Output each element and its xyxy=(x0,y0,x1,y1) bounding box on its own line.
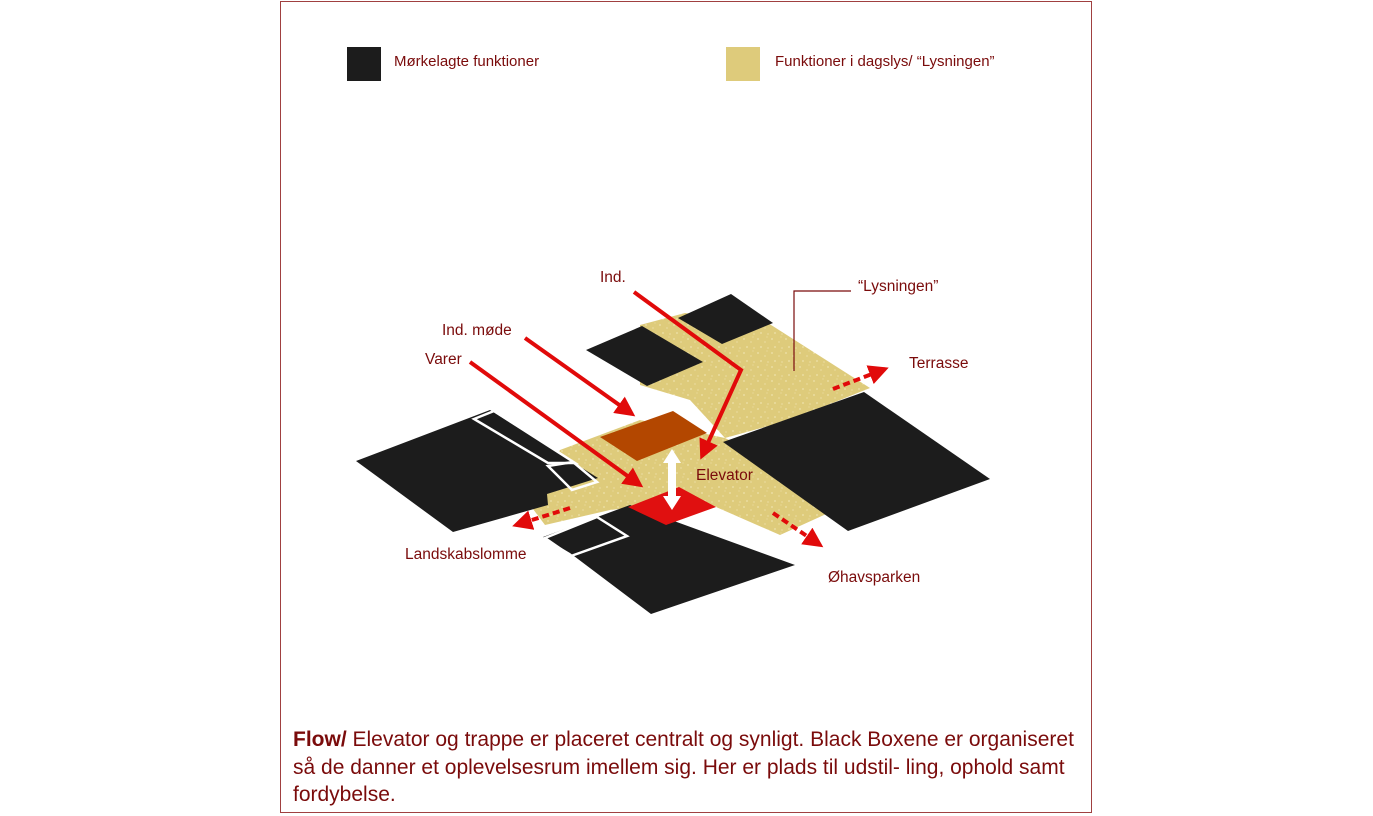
label-ohavsparken: Øhavsparken xyxy=(828,569,921,586)
white-outline-left-small xyxy=(545,460,600,492)
white-outline-bottom xyxy=(542,515,630,558)
legend-label-dark: Mørkelagte funktioner xyxy=(394,53,540,70)
label-ind: Ind. xyxy=(600,269,626,286)
label-landskabslomme: Landskabslomme xyxy=(405,546,527,563)
legend-label-light: Funktioner i dagslys/ “Lysningen” xyxy=(775,53,995,70)
legend-swatch-dark xyxy=(347,47,381,81)
daylight-area-center xyxy=(530,420,835,535)
caption-text: Elevator og trappe er placeret centralt … xyxy=(293,728,1074,806)
label-varer: Varer xyxy=(425,351,462,368)
arrow-ind xyxy=(632,290,744,460)
dark-box-top-left xyxy=(586,326,703,386)
daylight-area-upper xyxy=(640,313,870,438)
stair xyxy=(600,411,707,461)
arrow-varer xyxy=(468,360,644,488)
dark-box-top-right xyxy=(678,294,773,344)
label-ind-mode: Ind. møde xyxy=(442,322,512,339)
arrow-terrasse xyxy=(832,365,889,391)
caption-bold: Flow/ xyxy=(293,728,347,751)
label-terrasse: Terrasse xyxy=(909,355,969,372)
arrow-ohavsparken xyxy=(771,511,824,548)
elevator-double-arrow xyxy=(663,449,681,510)
arrow-landskabslomme xyxy=(512,506,571,530)
dark-box-right xyxy=(723,392,990,531)
label-lysningen: “Lysningen” xyxy=(858,278,939,295)
legend-swatch-light xyxy=(726,47,760,81)
lysningen-leader-line xyxy=(793,290,851,371)
dark-box-left xyxy=(356,410,598,532)
diagram-frame xyxy=(280,1,1092,813)
label-elevator: Elevator xyxy=(696,467,753,484)
arrow-ind-mode xyxy=(523,336,636,417)
dark-box-bottom xyxy=(543,505,795,614)
caption: Flow/ Elevator og trappe er placeret cen… xyxy=(293,726,1083,809)
